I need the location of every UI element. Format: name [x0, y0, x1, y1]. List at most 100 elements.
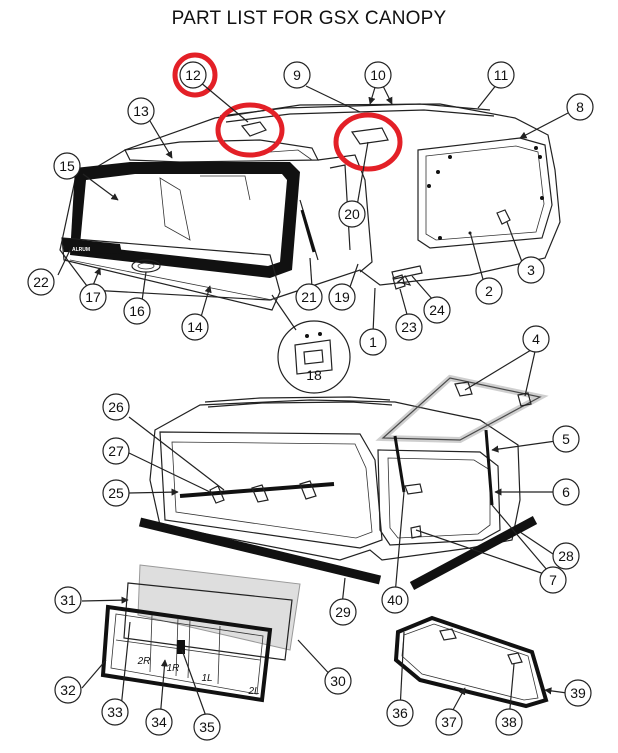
callout-18: 18: [306, 367, 322, 383]
callout-number: 19: [334, 289, 350, 305]
roof-clip-20: [350, 127, 389, 145]
callout-number: 31: [60, 592, 76, 608]
callout-circle: [283, 61, 311, 89]
callout-number: 37: [441, 714, 457, 730]
callout-number: 4: [532, 331, 540, 347]
callout-circle: [54, 676, 82, 704]
highlight-circle-12-label: [172, 52, 218, 98]
callout-21: 21: [295, 283, 323, 311]
callout-circle: [495, 708, 523, 736]
callout-29: 29: [329, 598, 357, 626]
callout-13: 13: [127, 97, 155, 125]
callout-circle: [381, 586, 409, 614]
callout-circle: [179, 61, 207, 89]
callout-16: 16: [123, 297, 151, 325]
callout-20: 20: [338, 200, 366, 228]
window-fastener-dots: [427, 146, 544, 240]
callout-circle: [123, 297, 151, 325]
callout-5: 5: [552, 425, 580, 453]
callout-12: 12: [179, 61, 207, 89]
callout-circle: [328, 283, 356, 311]
callout-circle: [101, 698, 129, 726]
callout-number: 28: [558, 548, 574, 564]
callout-circle: [435, 708, 463, 736]
brand-mark: ALRUM: [72, 247, 90, 253]
highlight-marks: [172, 52, 403, 172]
panel-mark-2R: 2R: [137, 656, 151, 667]
callout-2: 2: [475, 277, 503, 305]
callout-19: 19: [328, 283, 356, 311]
callout-33: 33: [101, 698, 129, 726]
callout-number: 3: [527, 262, 535, 278]
callout-24: 24: [423, 296, 451, 324]
callout-8: 8: [566, 93, 594, 121]
callout-9: 9: [283, 61, 311, 89]
callout-4: 4: [522, 325, 550, 353]
side-window-assembly: [393, 615, 549, 709]
callout-number: 40: [387, 592, 403, 608]
callout-number: 17: [85, 289, 101, 305]
callout-number: 10: [370, 67, 386, 83]
callout-circle: [127, 97, 155, 125]
detail-inset-18: [277, 320, 351, 394]
panel-mark-2L: 2L: [247, 686, 259, 697]
callout-circle: [181, 313, 209, 341]
callout-23: 23: [395, 313, 423, 341]
callout-22: 22: [27, 268, 55, 296]
callout-number: 34: [151, 714, 167, 730]
callout-number: 38: [501, 714, 517, 730]
callout-circle: [338, 200, 366, 228]
callout-circle: [295, 283, 323, 311]
callout-circle: [487, 61, 515, 89]
callout-40: 40: [381, 586, 409, 614]
rear-glass-assembly: 2R 1R 1L 2L: [100, 564, 301, 703]
callout-11: 11: [487, 61, 515, 89]
panel-mark-1R: 1R: [167, 663, 180, 674]
diagram-title: PART LIST FOR GSX CANOPY: [171, 8, 447, 29]
callout-number: 27: [108, 443, 124, 459]
callout-number: 24: [429, 302, 445, 318]
callout-number: 33: [107, 704, 123, 720]
callout-number: 16: [129, 303, 145, 319]
callout-number: 5: [562, 431, 570, 447]
callout-number: 14: [187, 319, 203, 335]
callout-32: 32: [54, 676, 82, 704]
callout-circle: [566, 93, 594, 121]
callout-26: 26: [102, 393, 130, 421]
callout-14: 14: [181, 313, 209, 341]
callout-number: 18: [306, 367, 322, 383]
callout-7: 7: [539, 566, 567, 594]
callout-number: 6: [562, 484, 570, 500]
callout-circle: [517, 256, 545, 284]
callout-number: 36: [392, 705, 408, 721]
callout-circle: [475, 277, 503, 305]
callout-circle: [102, 479, 130, 507]
callout-circle: [54, 586, 82, 614]
callout-number: 9: [293, 67, 301, 83]
callout-1: 1: [359, 328, 387, 356]
callout-circle: [102, 437, 130, 465]
callout-number: 8: [576, 99, 584, 115]
callout-circle: [423, 296, 451, 324]
callout-number: 11: [494, 67, 509, 83]
canopy-front-view: [138, 374, 549, 590]
window-latch-3: [496, 209, 511, 225]
callout-circle: [53, 152, 81, 180]
callout-10: 10: [364, 61, 392, 89]
callout-circle: [386, 699, 414, 727]
callout-circle: [27, 268, 55, 296]
callout-circle: [564, 679, 592, 707]
callout-circle: [552, 478, 580, 506]
callout-number: 39: [570, 685, 586, 701]
callout-number: 25: [108, 485, 124, 501]
panel-mark-1L: 1L: [201, 673, 212, 684]
callout-37: 37: [435, 708, 463, 736]
callout-27: 27: [102, 437, 130, 465]
callout-number: 1: [369, 334, 377, 350]
callout-number: 23: [401, 319, 417, 335]
callout-28: 28: [552, 542, 580, 570]
callout-35: 35: [193, 713, 221, 741]
callout-circle: [145, 708, 173, 736]
